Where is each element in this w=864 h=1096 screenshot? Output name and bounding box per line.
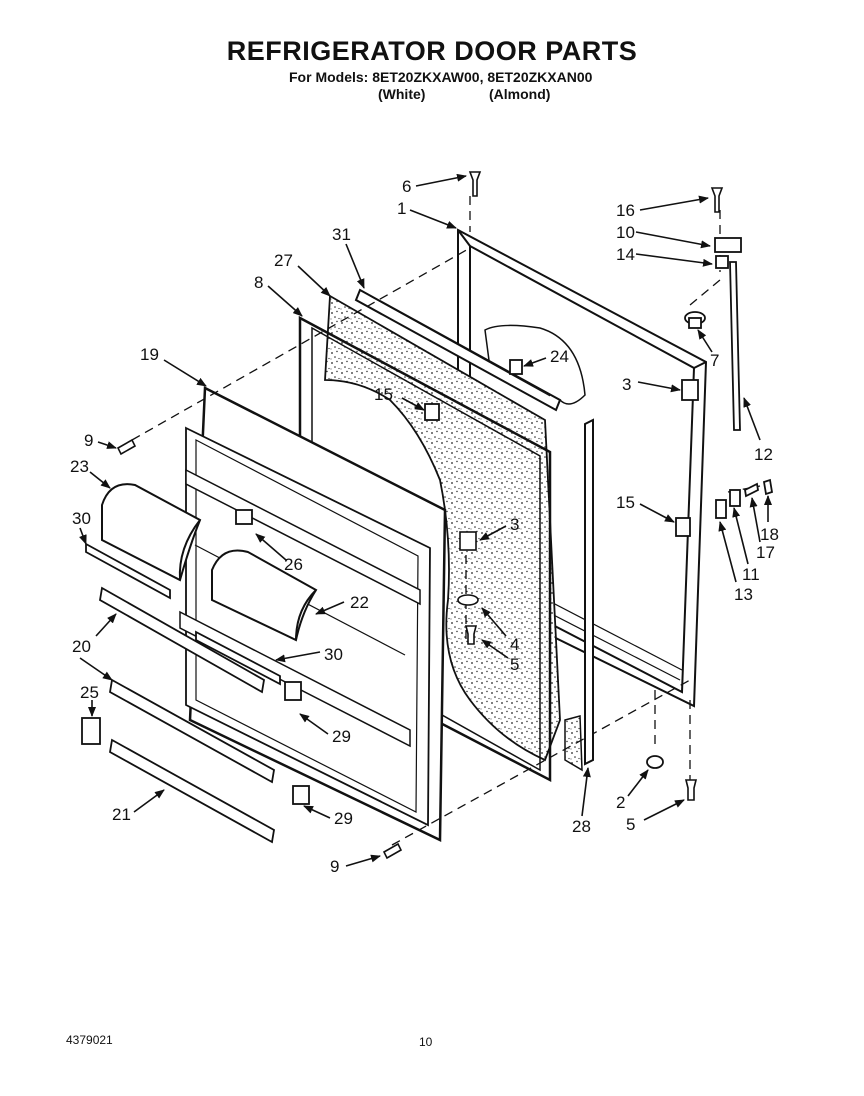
callout-arrow-20b: [79, 657, 113, 681]
shelf-retainer-bars: [85, 542, 281, 686]
callout-1: 1: [397, 199, 406, 218]
callout-2: 2: [616, 793, 625, 812]
page-title: REFRIGERATOR DOOR PARTS: [226, 36, 638, 66]
callout-28: 28: [572, 817, 591, 836]
callout-11: 11: [742, 565, 760, 584]
callout-arrow-9b: [345, 854, 381, 867]
callout-arrow-31: [345, 243, 365, 289]
document-number: 4379021: [66, 1033, 113, 1047]
screws: [116, 171, 724, 860]
callout-12: 12: [754, 445, 773, 464]
callout-17: 17: [756, 543, 775, 562]
callout-arrow-15b: [639, 503, 675, 523]
callout-24: 24: [550, 347, 569, 366]
callout-4: 4: [510, 635, 519, 654]
models-line: For Models: 8ET20ZKXAW00, 8ET20ZKXAN00: [289, 69, 593, 85]
callout-5-right: 5: [626, 815, 635, 834]
callout-arrow-13: [718, 521, 737, 583]
color-almond-label: (Almond): [489, 86, 551, 102]
callout-29-lower: 29: [334, 809, 353, 828]
callout-18: 18: [760, 525, 779, 544]
callout-labels: 6 1 31 27 8 19 9 23 30 26 20 22 30 25 29…: [70, 177, 779, 876]
callout-5-center: 5: [510, 655, 519, 674]
callout-arrow-20a: [95, 613, 117, 637]
callout-arrow-17: [749, 497, 761, 543]
callout-7: 7: [710, 351, 719, 370]
callout-26: 26: [284, 555, 303, 574]
callout-arrow-16: [639, 195, 709, 211]
callout-arrow-21: [133, 789, 165, 813]
callout-arrow-9a: [97, 441, 117, 449]
door-shelf-upper: [101, 483, 202, 582]
callout-arrow-4: [481, 607, 507, 637]
callout-arrow-10: [635, 231, 711, 249]
callout-arrow-8: [267, 285, 303, 317]
trim-strips: [99, 586, 275, 844]
callout-arrow-7: [697, 329, 713, 353]
callout-22: 22: [350, 593, 369, 612]
callout-arrow-15a: [401, 397, 425, 411]
inner-door-liner: [179, 386, 447, 842]
callout-arrow-12: [743, 397, 761, 441]
callout-9-upper: 9: [84, 431, 93, 450]
callout-25: 25: [80, 683, 99, 702]
callout-29-upper: 29: [332, 727, 351, 746]
callout-arrow-2: [627, 769, 649, 797]
callout-arrow-14: [635, 253, 713, 267]
callout-arrow-1: [409, 209, 457, 229]
callout-3-center: 3: [510, 515, 519, 534]
callout-arrow-5a: [481, 639, 509, 659]
callout-arrow-11: [732, 507, 749, 565]
callout-arrow-30b: [275, 651, 321, 663]
callout-13: 13: [734, 585, 753, 604]
callout-arrow-30a: [79, 527, 87, 545]
callout-20: 20: [72, 637, 91, 656]
callout-15-right: 15: [616, 493, 635, 512]
callout-arrow-3a: [479, 525, 507, 541]
callout-21: 21: [112, 805, 131, 824]
color-white-label: (White): [378, 86, 426, 102]
page-number: 10: [419, 1035, 433, 1049]
callout-8: 8: [254, 273, 263, 292]
callout-16: 16: [616, 201, 635, 220]
callout-14: 14: [616, 245, 635, 264]
callout-arrow-5b: [643, 799, 685, 821]
callout-arrow-29b: [303, 805, 331, 819]
callout-3-right: 3: [622, 375, 631, 394]
callout-arrow-6: [415, 173, 467, 187]
door-insulation: [324, 294, 583, 772]
callout-arrow-26: [255, 533, 287, 561]
callout-19: 19: [140, 345, 159, 364]
door-shelf-middle: [211, 549, 318, 642]
door-seal-strip: [584, 418, 594, 766]
callout-arrow-24: [523, 357, 547, 367]
callout-15-left: 15: [374, 385, 393, 404]
callout-arrow-23: [89, 471, 111, 489]
top-breaker-strip: [354, 288, 562, 412]
callout-arrow-29a: [299, 713, 329, 735]
hinge-assembly: [646, 237, 774, 769]
callout-10: 10: [616, 223, 635, 242]
callout-arrow-3b: [637, 381, 681, 393]
callout-30-upper: 30: [72, 509, 91, 528]
callout-arrow-22: [315, 601, 345, 615]
callout-arrows: [79, 173, 772, 867]
callout-6: 6: [402, 177, 411, 196]
callout-arrow-19: [163, 359, 207, 387]
callout-23: 23: [70, 457, 89, 476]
callout-arrow-28: [581, 767, 591, 817]
callout-27: 27: [274, 251, 293, 270]
callout-30-lower: 30: [324, 645, 343, 664]
small-clips: [81, 359, 691, 805]
callout-31: 31: [332, 225, 351, 244]
callout-9-lower: 9: [330, 857, 339, 876]
callout-arrow-27: [297, 265, 331, 297]
